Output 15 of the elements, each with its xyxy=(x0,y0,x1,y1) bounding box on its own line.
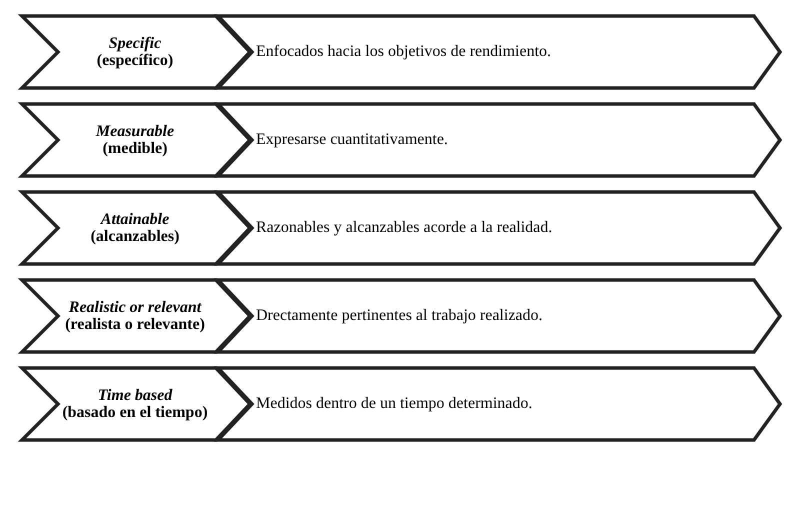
term-heading: Measurable xyxy=(96,123,174,140)
description-text: Drectamente pertinentes al trabajo realizado. xyxy=(256,307,543,325)
term-heading: Time based xyxy=(98,387,172,404)
description-text: Medidos dentro de un tiempo determinado. xyxy=(256,395,532,413)
term-heading: Realistic or relevant xyxy=(68,299,202,316)
term-heading: Specific xyxy=(108,35,162,52)
term-heading: Attainable xyxy=(100,211,170,228)
term-translation: (realista o relevante) xyxy=(65,316,205,333)
description-text: Razonables y alcanzables acorde a la realidad. xyxy=(256,219,552,237)
term-translation: (específico) xyxy=(96,52,174,69)
term-translation: (basado en el tiempo) xyxy=(62,404,208,421)
term-translation: (medible) xyxy=(102,140,168,157)
description-text: Enfocados hacia los objetivos de rendimiento. xyxy=(256,43,552,61)
description-text: Expresarse cuantitativamente. xyxy=(256,131,448,149)
term-translation: (alcanzables) xyxy=(90,228,180,245)
